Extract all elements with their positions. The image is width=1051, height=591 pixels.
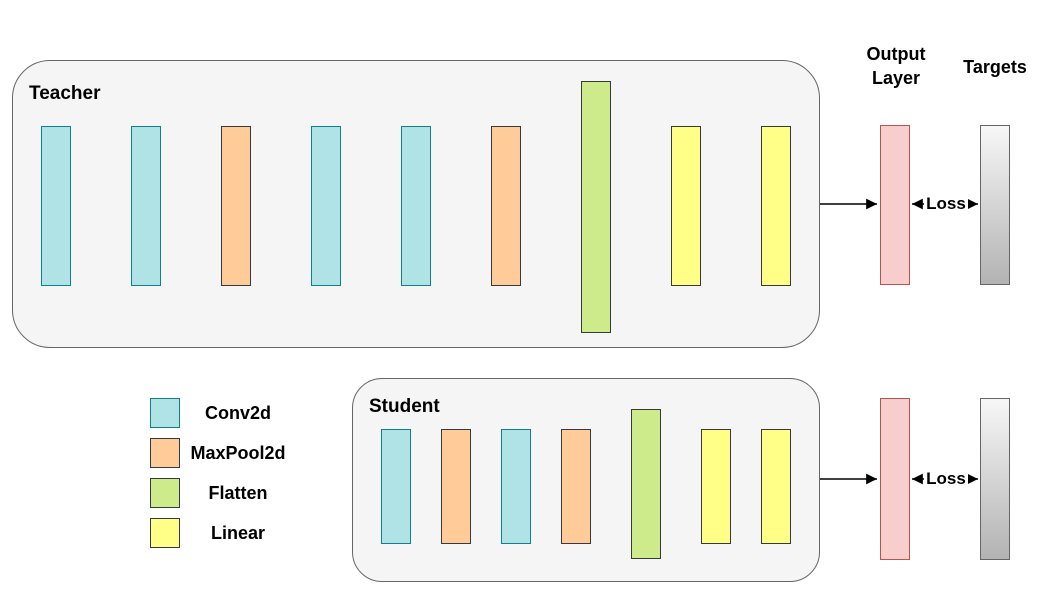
legend-label-maxpool2d: MaxPool2d (190, 442, 286, 463)
maxpool2d-swatch (150, 438, 180, 468)
flatten-swatch (150, 478, 180, 508)
layer-bar-conv2d (501, 429, 531, 544)
legend-label-linear: Linear (210, 522, 266, 543)
layer-bar-conv2d (401, 126, 431, 286)
student-label: Student (369, 396, 440, 417)
teacher-layers (13, 61, 819, 347)
legend-row-conv2d: Conv2d (150, 398, 292, 428)
layer-bar-conv2d (41, 126, 71, 286)
loss-label-student: Loss (924, 469, 968, 489)
targets-heading: Targets (963, 57, 1027, 77)
legend-label-flatten: Flatten (208, 482, 268, 503)
output-layer-bar-student (880, 398, 910, 560)
layer-bar-conv2d (311, 126, 341, 286)
teacher-box: Teacher (12, 60, 820, 348)
layer-bar-conv2d (381, 429, 411, 544)
loss-label-teacher: Loss (924, 194, 968, 214)
layer-bar-maxpool2d (491, 126, 521, 286)
student-layers (353, 379, 819, 581)
legend: Conv2d MaxPool2d Flatten Linear (150, 398, 292, 558)
legend-row-maxpool2d: MaxPool2d (150, 438, 292, 468)
legend-label-conv2d: Conv2d (204, 402, 271, 423)
linear-swatch (150, 518, 180, 548)
layer-bar-maxpool2d (441, 429, 471, 544)
targets-bar-teacher (980, 125, 1010, 285)
layer-bar-maxpool2d (561, 429, 591, 544)
legend-row-flatten: Flatten (150, 478, 292, 508)
output-layer-bar-teacher (880, 125, 910, 285)
output-layer-heading: Output Layer (866, 44, 926, 88)
targets-bar-student (980, 398, 1010, 560)
layer-bar-flatten (581, 81, 611, 333)
layer-bar-linear (761, 126, 791, 286)
layer-bar-conv2d (131, 126, 161, 286)
layer-bar-linear (761, 429, 791, 544)
layer-bar-flatten (631, 409, 661, 559)
layer-bar-linear (701, 429, 731, 544)
teacher-label: Teacher (29, 83, 101, 104)
legend-row-linear: Linear (150, 518, 292, 548)
layer-bar-linear (671, 126, 701, 286)
student-box: Student (352, 378, 820, 582)
layer-bar-maxpool2d (221, 126, 251, 286)
conv2d-swatch (150, 398, 180, 428)
